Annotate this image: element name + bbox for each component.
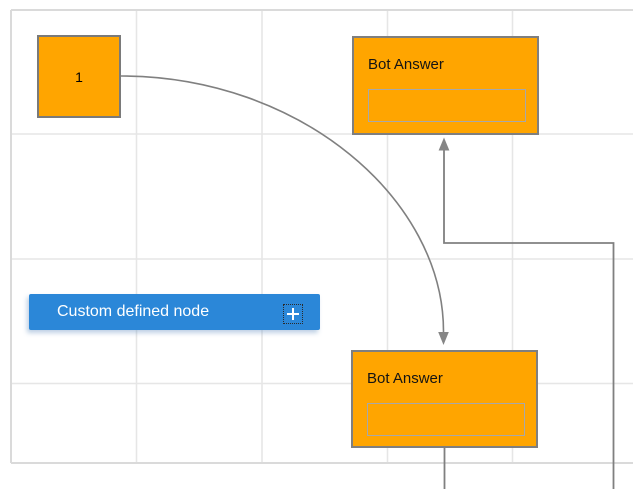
bot-answer-title: Bot Answer [368, 56, 444, 73]
edge-loop-to-top-bot[interactable] [438, 137, 615, 489]
bot-answer-field[interactable] [368, 89, 526, 122]
custom-defined-node[interactable]: Custom defined node [29, 294, 320, 330]
start-node-label: 1 [75, 68, 83, 85]
plus-icon [284, 305, 302, 323]
start-node[interactable]: 1 [37, 35, 121, 118]
arrowhead-down-icon [438, 332, 449, 345]
bot-answer-node-bottom[interactable]: Bot Answer [351, 350, 538, 448]
custom-node-label: Custom defined node [57, 303, 210, 320]
edge-curve-start-to-bottom-bot[interactable] [120, 75, 449, 345]
bot-answer-node-top[interactable]: Bot Answer [352, 36, 539, 135]
bot-answer-title: Bot Answer [367, 370, 443, 387]
bot-answer-field[interactable] [367, 403, 525, 436]
add-node-button[interactable] [283, 304, 303, 324]
arrowhead-up-icon [438, 137, 450, 151]
